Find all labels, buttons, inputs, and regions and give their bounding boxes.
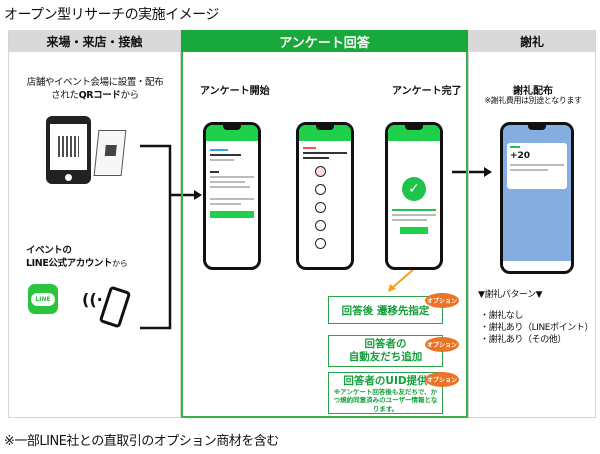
line-logo-text: LINE: [31, 292, 55, 306]
column-header-visit: 来場・来店・接触: [9, 30, 180, 52]
reward-pattern-list: ・謝礼なし ・謝礼あり（LINEポイント） ・謝礼あり（その他）: [480, 310, 593, 346]
option-friend-text-line2: 自動友だち追加: [348, 351, 423, 363]
reward-pattern-item: ・謝礼あり（LINEポイント）: [480, 323, 594, 333]
emoji-love-icon[interactable]: [315, 166, 326, 177]
option-badge: オプション: [425, 337, 459, 352]
option-uid-text: 回答者のUID提供: [343, 374, 428, 387]
arrowhead-to-survey: [194, 190, 202, 200]
emoji-neutral-icon[interactable]: [315, 202, 326, 213]
option-badge: オプション: [425, 293, 459, 308]
account-text-line1: イベントの: [26, 245, 72, 256]
emoji-surprise-icon[interactable]: [315, 220, 326, 231]
emoji-cry-icon[interactable]: [315, 238, 326, 249]
qr-text-prefix: された: [51, 90, 79, 101]
column-header-reward: 謝礼: [469, 30, 595, 52]
phone-survey-start: [203, 122, 261, 270]
column-visit: 来場・来店・接触: [8, 30, 181, 418]
account-text-suffix: から: [112, 259, 128, 268]
account-description: イベントの LINE公式アカウントから: [26, 244, 128, 270]
option-uid-provision: 回答者のUID提供 ※アンケート回答後も友だちで、かつ規約同意済みのユーザー情報…: [328, 372, 443, 414]
reward-card: +20: [507, 143, 567, 189]
reward-points: +20: [510, 151, 531, 161]
option-friend-text-line1: 回答者の: [364, 338, 407, 350]
phone-survey-complete: ✓: [385, 122, 443, 270]
phone-reward-wallet: +20: [500, 122, 574, 274]
checkmark-icon: ✓: [402, 177, 426, 201]
option-redirect-destination: 回答後 遷移先指定: [328, 296, 443, 324]
account-text-bold: LINE公式アカウント: [26, 258, 113, 269]
qr-description: 店舗やイベント会場に設置・配布 されたQRコードから: [10, 76, 180, 102]
arrowhead-to-reward: [484, 167, 492, 177]
qr-code-icon: [58, 136, 79, 157]
qr-text-line1: 店舗やイベント会場に設置・配布: [26, 77, 164, 88]
connector-bracket: [140, 144, 172, 330]
page-title: オープン型リサーチの実施イメージ: [4, 7, 219, 23]
agree-participate-button[interactable]: [210, 211, 254, 218]
qr-text-suffix: から: [120, 90, 140, 101]
column-header-survey: アンケート回答: [181, 30, 468, 52]
reward-note: ※謝礼費用は別途となります: [484, 96, 582, 105]
account-text-line2: LINE公式アカウントから: [26, 257, 128, 270]
smartphone-qr-icon: [46, 116, 91, 184]
signal-waves-icon: ((·: [82, 290, 103, 309]
footnote: ※一部LINE社との直取引のオプション商材を含む: [4, 434, 279, 449]
qr-text-bold: QRコード: [78, 90, 121, 101]
option-auto-friend-add: 回答者の 自動友だち追加: [328, 335, 443, 367]
reward-pattern-title: ▼謝礼パターン▼: [478, 290, 543, 300]
event-page-button[interactable]: [400, 227, 428, 234]
survey-start-label: アンケート開始: [200, 86, 270, 97]
phone-survey-question: [296, 122, 354, 270]
reward-pattern-item: ・謝礼あり（その他）: [480, 335, 567, 345]
reward-title: 謝礼配布: [513, 86, 553, 97]
option-badge: オプション: [425, 372, 459, 387]
qr-text-line2: されたQRコードから: [10, 89, 180, 102]
line-app-logo-icon: LINE: [28, 284, 58, 314]
option-uid-note: ※アンケート回答後も友だちで、かつ規約同意済みのユーザー情報となります。: [333, 387, 438, 413]
orange-arrowhead: [388, 284, 396, 292]
option-redirect-text: 回答後 遷移先指定: [341, 304, 430, 317]
column-reward: 謝礼: [468, 30, 596, 418]
reward-pattern-item: ・謝礼なし: [480, 311, 524, 321]
survey-complete-label: アンケート完了: [392, 86, 462, 97]
column-survey: アンケート回答: [181, 30, 468, 418]
emoji-laugh-icon[interactable]: [315, 184, 326, 195]
